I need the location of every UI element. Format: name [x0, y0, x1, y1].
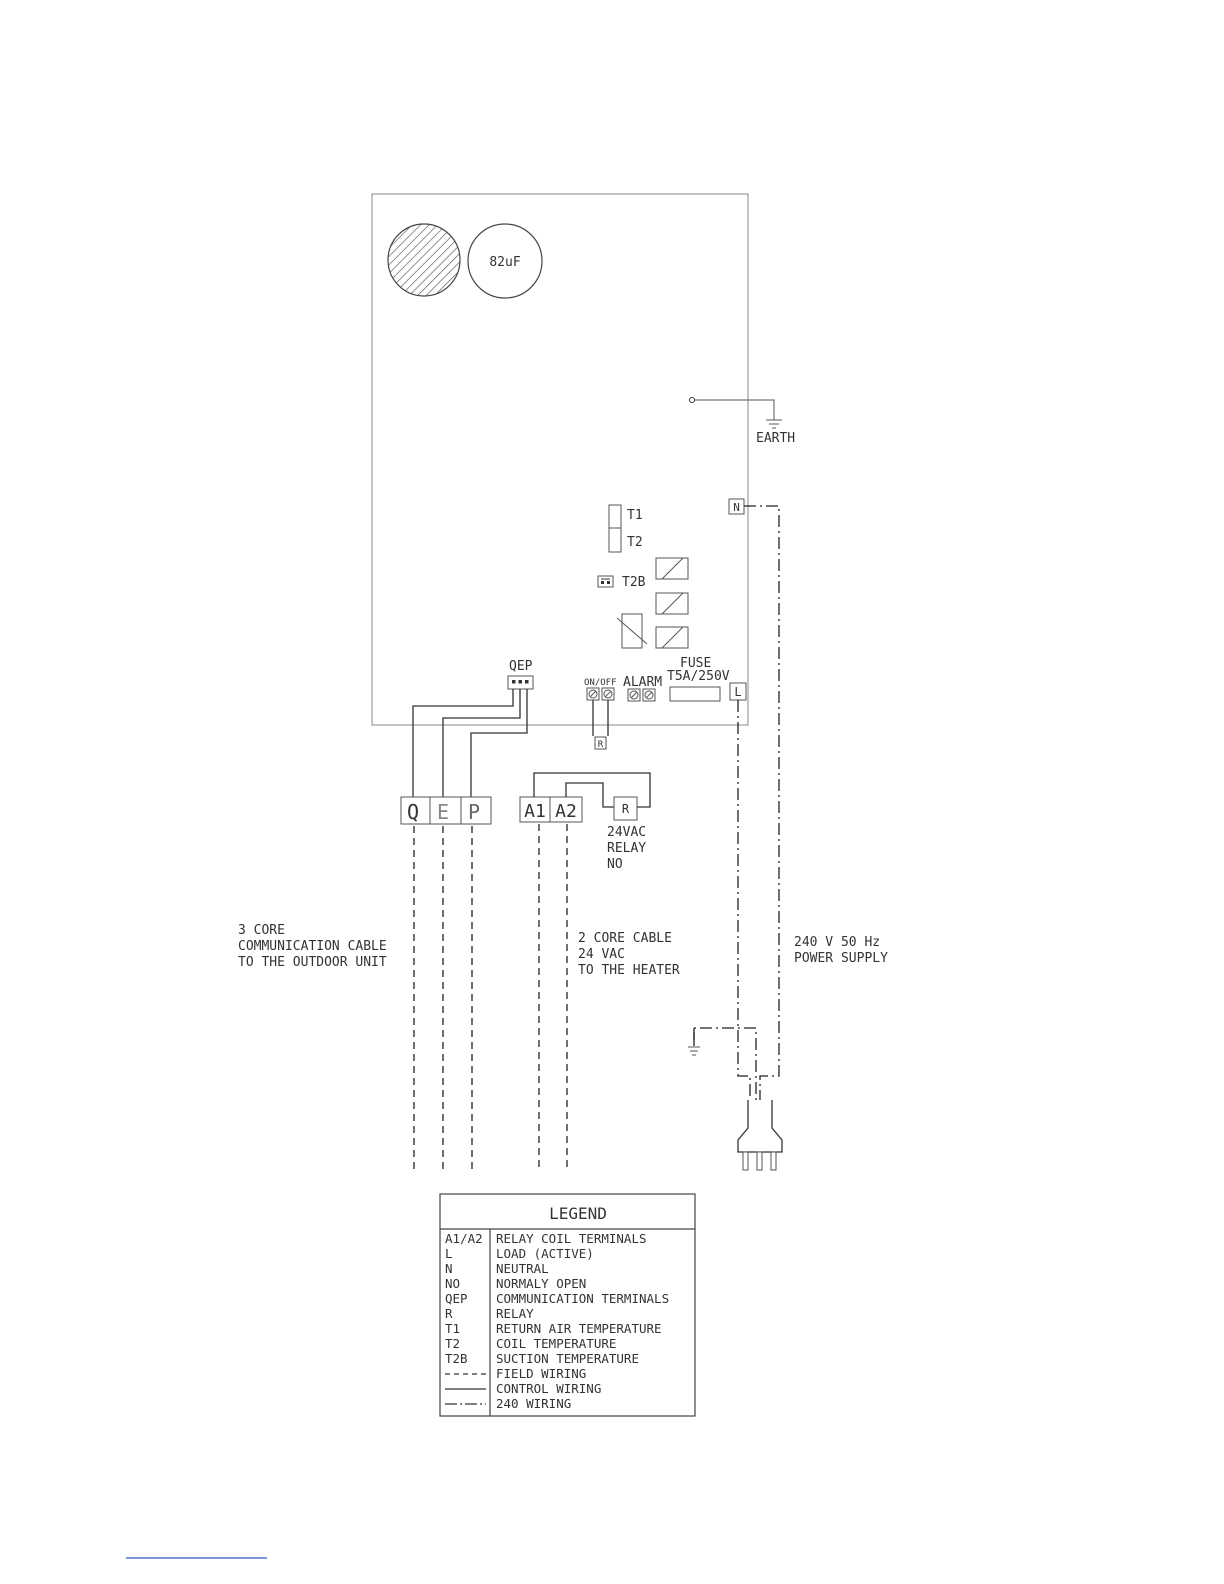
fuse	[669, 686, 721, 702]
terminal-p: P	[468, 800, 480, 824]
legend-description: RELAY	[496, 1306, 534, 1321]
capacitor-label: 82uF	[489, 255, 520, 270]
power-supply-line-1: 240 V 50 Hz	[794, 935, 880, 950]
legend-description: CONTROL WIRING	[496, 1381, 601, 1396]
relay-r-label: R	[622, 802, 630, 816]
power-plug	[737, 1100, 783, 1171]
qep-terminal-block: Q E P	[400, 796, 492, 825]
onoff-relay-label: R	[598, 740, 604, 750]
wire-240-earth	[693, 1027, 757, 1100]
earth-symbol	[766, 419, 782, 429]
legend-key: N	[445, 1261, 453, 1276]
legend-key: R	[445, 1306, 453, 1321]
terminal-a1: A1	[524, 801, 546, 822]
legend-description: 240 WIRING	[496, 1396, 571, 1411]
legend-description: FIELD WIRING	[496, 1366, 586, 1381]
terminal-n-label: N	[733, 501, 740, 514]
terminal-e: E	[437, 800, 449, 824]
t1-label: T1	[627, 508, 643, 523]
onoff-terminals	[586, 687, 615, 701]
legend-title: LEGEND	[549, 1204, 607, 1223]
onoff-label: ON/OFF	[584, 678, 617, 688]
legend-key: T2B	[445, 1351, 468, 1366]
board-relay-1	[655, 557, 689, 580]
t2b-label: T2B	[622, 575, 646, 590]
terminal-l-label: L	[734, 685, 741, 699]
earth-point	[689, 397, 695, 403]
relay-r	[613, 796, 638, 821]
capacitor	[467, 223, 543, 299]
a1-a2-terminal-block: A1 A2	[519, 796, 583, 823]
plug-earth-symbol	[688, 1046, 700, 1056]
earth-label: EARTH	[756, 431, 795, 446]
heater-cable-line-3: TO THE HEATER	[578, 963, 680, 978]
legend-key: L	[445, 1246, 453, 1261]
relay-desc-3: NO	[607, 857, 623, 872]
legend-description: RETURN AIR TEMPERATURE	[496, 1321, 662, 1336]
fuse-label: FUSE	[680, 656, 711, 671]
fuse-rating: T5A/250V	[667, 669, 730, 684]
qep-label: QEP	[509, 659, 533, 674]
legend-description: SUCTION TEMPERATURE	[496, 1351, 639, 1366]
legend-key: A1/A2	[445, 1231, 483, 1246]
power-supply-line-2: POWER SUPPLY	[794, 951, 888, 966]
legend-description: NORMALY OPEN	[496, 1276, 586, 1291]
comm-cable-line-2: COMMUNICATION CABLE	[238, 939, 387, 954]
board-relay-vertical	[616, 613, 648, 649]
onoff-relay	[594, 736, 607, 750]
relay-desc-2: RELAY	[607, 841, 646, 856]
terminal-q: Q	[407, 800, 419, 824]
t2b-connector	[597, 575, 614, 588]
t2-label: T2	[627, 535, 643, 550]
legend-key: QEP	[445, 1291, 468, 1306]
legend: LEGEND A1/A2 RELAY COIL TERMINALS L LOAD (A…	[439, 1193, 696, 1417]
heater-cable-line-1: 2 CORE CABLE	[578, 931, 672, 946]
terminal-a2: A2	[555, 801, 577, 822]
legend-description: LOAD (ACTIVE)	[496, 1246, 594, 1261]
board-relay-3	[655, 626, 689, 649]
legend-description: COMMUNICATION TERMINALS	[496, 1291, 669, 1306]
legend-description: COIL TEMPERATURE	[496, 1336, 616, 1351]
legend-key: T2	[445, 1336, 460, 1351]
wire-240-active	[737, 700, 751, 1100]
relay-desc-1: 24VAC	[607, 825, 646, 840]
legend-description: NEUTRAL	[496, 1261, 549, 1276]
wire-240-neutral	[744, 505, 780, 1100]
alarm-label: ALARM	[623, 675, 662, 690]
legend-key: NO	[445, 1276, 460, 1291]
board-relay-2	[655, 592, 689, 615]
heater-cable-line-2: 24 VAC	[578, 947, 625, 962]
alarm-terminals	[627, 688, 656, 702]
legend-key: T1	[445, 1321, 460, 1336]
comm-cable-line-1: 3 CORE	[238, 923, 285, 938]
hatched-component	[387, 223, 461, 297]
comm-cable-line-3: TO THE OUTDOOR UNIT	[238, 955, 387, 970]
legend-description: RELAY COIL TERMINALS	[496, 1231, 647, 1246]
